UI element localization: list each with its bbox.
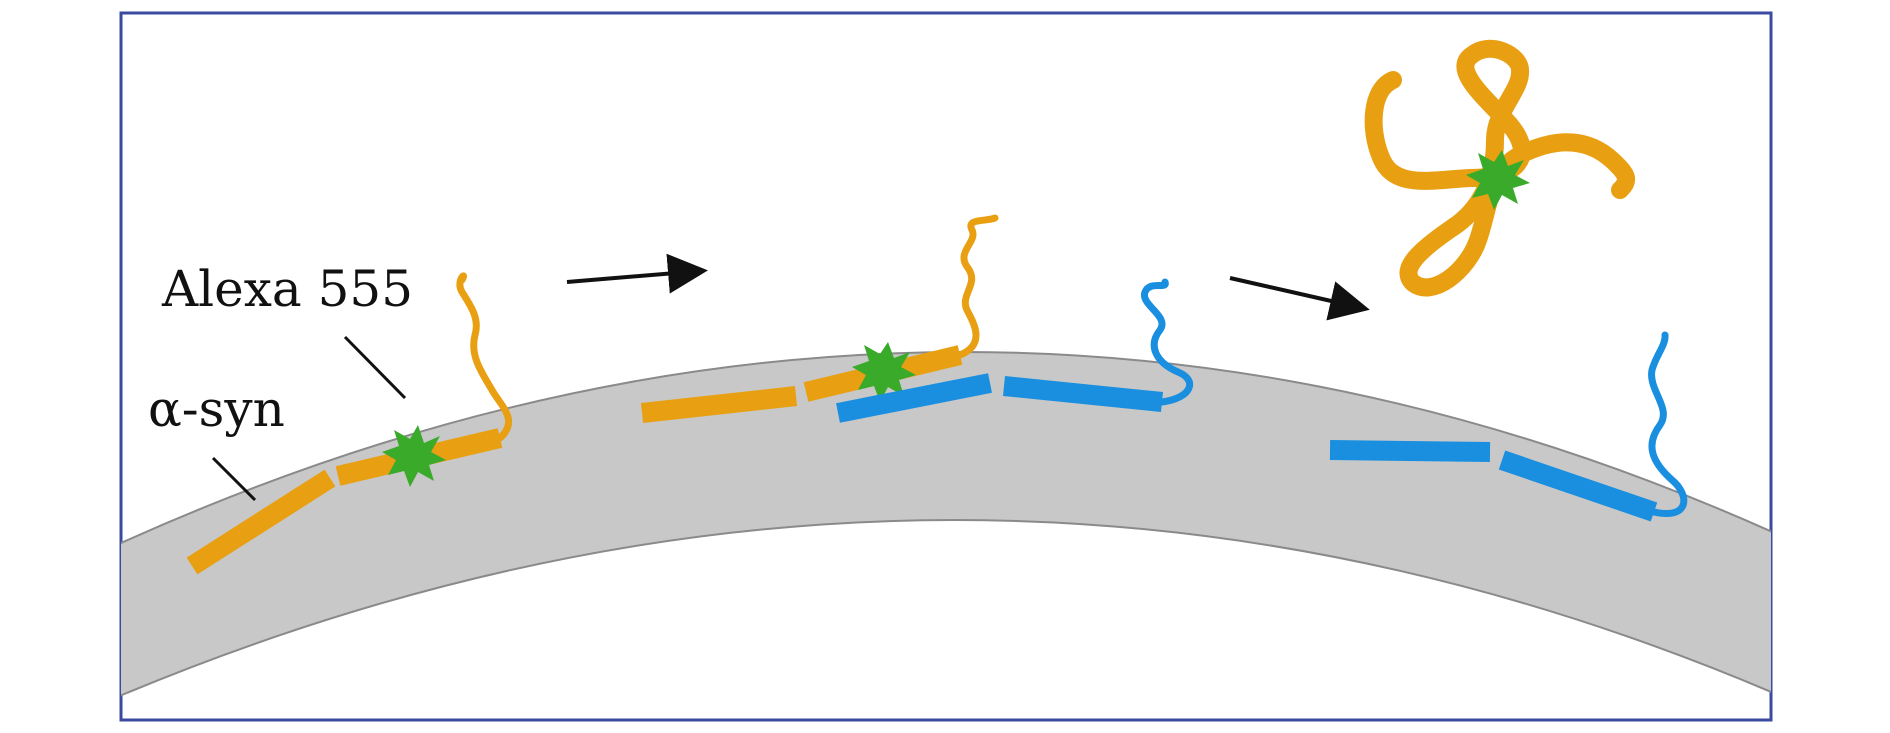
stage-3-unlabeled-protein — [1329, 331, 1688, 522]
stage-1-labeled-protein — [186, 272, 513, 575]
stage-2-unlabeled-protein — [836, 278, 1193, 423]
helix-segment — [836, 373, 992, 423]
helix-segment — [1329, 440, 1491, 462]
fluorophore-star-icon — [1466, 150, 1530, 210]
transition-arrow-2 — [1229, 276, 1370, 321]
stage-3-released-labeled-protein — [1364, 39, 1636, 297]
disordered-chain — [1364, 39, 1636, 297]
fluorophore-star-icon — [382, 425, 446, 487]
stage-2-labeled-protein — [640, 214, 999, 423]
asyn-label: α-syn — [148, 380, 285, 438]
helix-segment — [640, 386, 798, 423]
helix-segment — [1002, 376, 1164, 412]
helix-segment — [186, 469, 336, 575]
alexa-label: Alexa 555 — [161, 260, 413, 318]
disordered-tail — [1141, 278, 1193, 406]
disordered-tail — [1648, 331, 1688, 517]
transition-arrow-1 — [566, 253, 708, 294]
lipid-membrane — [121, 351, 1771, 697]
disordered-tail — [456, 272, 513, 442]
asyn-leader-line — [211, 456, 257, 502]
helix-segment — [1498, 450, 1658, 522]
alexa-leader-line — [343, 335, 407, 400]
disordered-tail — [956, 214, 999, 359]
fluorophore-star-icon — [852, 342, 916, 402]
